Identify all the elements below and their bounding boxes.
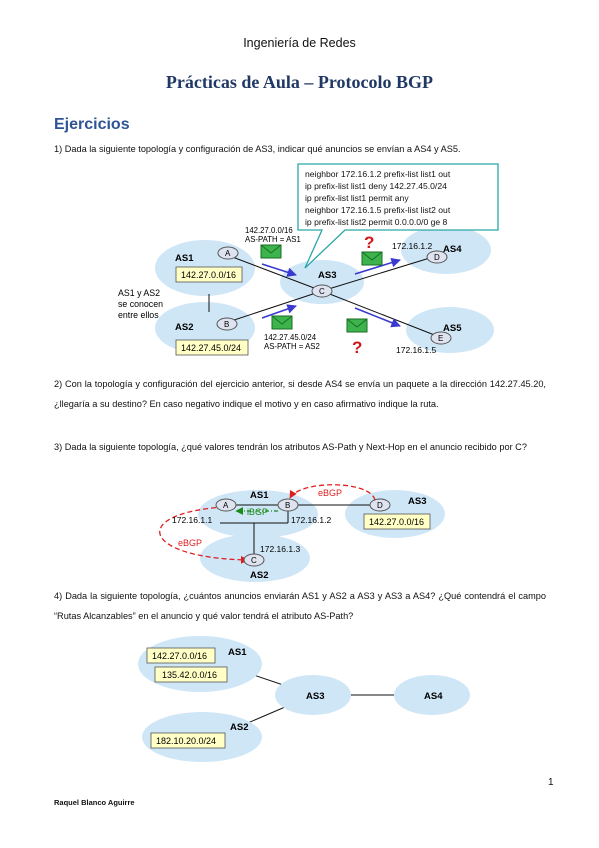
- ebgp-label-left: eBGP: [178, 538, 202, 548]
- as4-cloud: [401, 226, 491, 274]
- as5-cloud: [406, 307, 494, 353]
- as1-prefix-box: [154, 666, 228, 683]
- svg-text:B: B: [224, 320, 229, 329]
- as2-prefix: 142.27.45.0/24: [181, 343, 241, 353]
- as1-prefix: 142.27.0.0/16: [181, 270, 236, 280]
- router-icon: C: [243, 553, 265, 567]
- ip-a: 172.16.1.1: [172, 515, 212, 525]
- router-icon: B: [277, 498, 299, 512]
- router-icon: D: [369, 498, 391, 512]
- config-line: neighbor 172.16.1.2 prefix-list list1 ou…: [305, 169, 451, 179]
- ebgp-arc-a-c: [159, 506, 249, 564]
- as1-label: AS1: [228, 647, 247, 658]
- announcement-1-aspath: AS-PATH = AS1: [245, 235, 301, 244]
- question-mark-as4: ?: [364, 233, 374, 252]
- envelope-icon: [260, 244, 282, 259]
- announcement-2-aspath: AS-PATH = AS2: [264, 342, 320, 351]
- envelope-icon: [361, 251, 383, 266]
- page-number: 1: [548, 777, 554, 788]
- as1-label: AS1: [175, 253, 194, 264]
- config-line: ip prefix-list list2 permit 0.0.0.0/0 ge…: [305, 217, 448, 227]
- diagram-1: neighbor 172.16.1.2 prefix-list list1 ou…: [118, 163, 499, 357]
- envelope-icon: [271, 315, 293, 330]
- exercise-4: 4) Dada la siguiente topología, ¿cuántos…: [54, 591, 546, 621]
- as3-cloud: [275, 675, 351, 715]
- link-c-d: [321, 256, 434, 292]
- svg-text:C: C: [319, 287, 325, 296]
- ip-b: 172.16.1.2: [291, 515, 331, 525]
- as3-label: AS3: [306, 691, 324, 702]
- as4-cloud: [394, 675, 470, 715]
- announcement-1-prefix: 142.27.0.0/16: [245, 226, 293, 235]
- svg-text:A: A: [225, 249, 231, 258]
- config-callout: [297, 163, 499, 269]
- as3-cloud: [280, 260, 364, 304]
- as5-label: AS5: [443, 323, 462, 334]
- router-icon: A: [215, 498, 237, 512]
- as1-prefix-box: [175, 266, 243, 283]
- as1-prefix: 135.42.0.0/16: [162, 670, 217, 680]
- ebgp-label-top: eBGP: [318, 488, 342, 498]
- link-b-c: [221, 290, 323, 325]
- envelope-icon: [346, 318, 368, 333]
- page-header: Ingeniería de Redes: [243, 36, 356, 50]
- exercise-3: 3) Dada la siguiente topología, ¿qué val…: [54, 442, 527, 452]
- router-icon: D: [426, 250, 448, 264]
- as2-label: AS2: [175, 322, 193, 333]
- ip-as4: 172.16.1.2: [392, 241, 432, 251]
- as2-prefix: 182.10.20.0/24: [156, 736, 216, 746]
- as1-prefix: 142.27.0.0/16: [152, 651, 207, 661]
- config-line: ip prefix-list list1 deny 142.27.45.0/24: [305, 181, 447, 191]
- page-title: Prácticas de Aula – Protocolo BGP: [165, 72, 434, 92]
- announcement-2-prefix: 142.27.45.0/24: [264, 333, 317, 342]
- svg-text:C: C: [251, 556, 257, 565]
- as3-prefix-box: [363, 513, 431, 530]
- link-c-e: [321, 290, 438, 337]
- router-icon: E: [430, 331, 452, 345]
- router-icon: C: [311, 284, 333, 298]
- arrow-as3-to-as4: [354, 257, 401, 275]
- as1-prefix-box: [146, 647, 216, 664]
- ip-as5: 172.16.1.5: [396, 345, 436, 355]
- question-mark-as5: ?: [352, 338, 362, 357]
- as1-cloud: [138, 636, 262, 692]
- as3-prefix: 142.27.0.0/16: [369, 517, 424, 527]
- config-line: neighbor 172.16.1.5 prefix-list list2 ou…: [305, 205, 451, 215]
- diagram-2: A B C D AS1 AS2 AS3 eBGP eBGP iBGP 172.1…: [159, 484, 445, 582]
- note-line: se conocen: [118, 299, 163, 309]
- router-icon: B: [216, 317, 238, 331]
- arrow-as1-to-as3: [261, 263, 297, 277]
- config-line: ip prefix-list list1 permit any: [305, 193, 409, 203]
- as3-label: AS3: [408, 496, 426, 507]
- svg-text:D: D: [434, 253, 440, 262]
- svg-text:B: B: [285, 501, 290, 510]
- svg-text:D: D: [377, 501, 383, 510]
- as2-prefix-box: [150, 732, 226, 749]
- arrow-as3-to-as5: [354, 307, 401, 328]
- as2-prefix-box: [175, 339, 249, 356]
- footer-author: Raquel Blanco Aguirre: [54, 798, 135, 807]
- ibgp-label: iBGP: [247, 507, 268, 517]
- exercise-1: 1) Dada la siguiente topología y configu…: [54, 144, 461, 154]
- svg-text:A: A: [223, 501, 229, 510]
- section-title: Ejercicios: [54, 116, 130, 133]
- arrow-as2-to-as3: [261, 304, 297, 319]
- as4-label: AS4: [443, 244, 462, 255]
- router-icon: A: [217, 246, 239, 260]
- as3-label: AS3: [318, 270, 336, 281]
- as1-label: AS1: [250, 490, 269, 501]
- note-line: entre ellos: [118, 310, 159, 320]
- as4-label: AS4: [424, 691, 443, 702]
- svg-text:E: E: [438, 334, 443, 343]
- note-line: AS1 y AS2: [118, 288, 160, 298]
- exercise-2: 2) Con la topología y configuración del …: [54, 379, 546, 409]
- ip-c: 172.16.1.3: [260, 544, 300, 554]
- link-a-c: [221, 252, 323, 292]
- as2-label: AS2: [230, 722, 248, 733]
- diagram-3: 142.27.0.0/16 135.42.0.0/16 AS1 AS2 182.…: [138, 636, 470, 762]
- as2-label: AS2: [250, 570, 268, 581]
